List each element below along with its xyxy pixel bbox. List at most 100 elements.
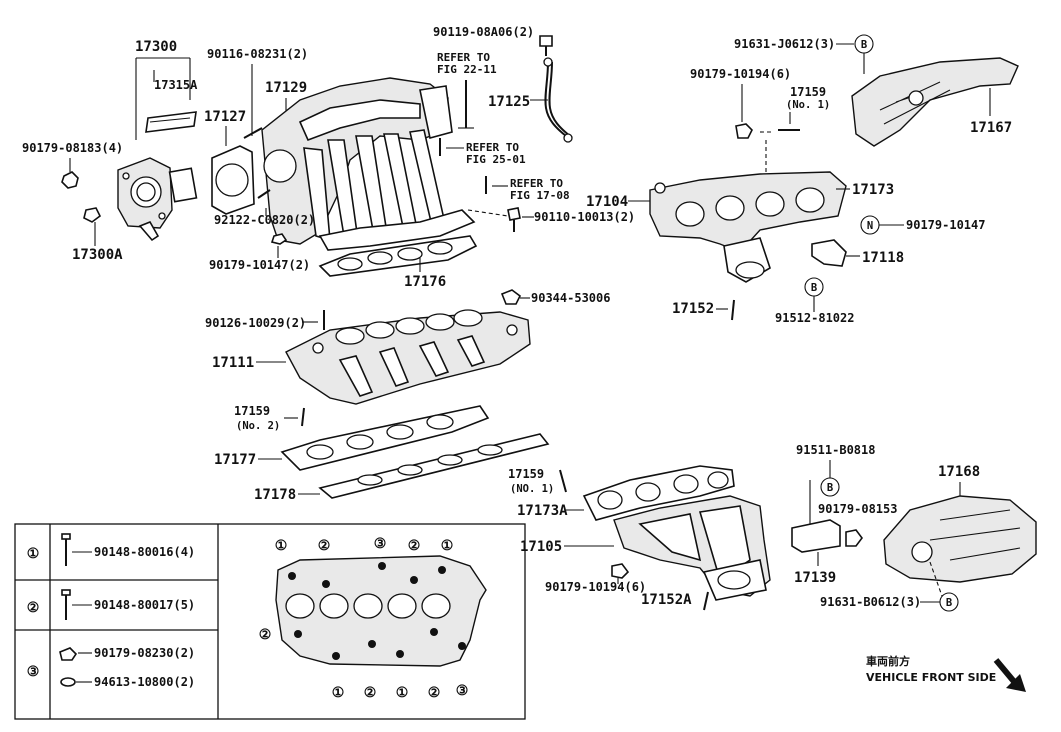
nut-icon bbox=[59, 647, 78, 661]
pattern-key-bot-2a: ② bbox=[364, 685, 377, 701]
label-17300a: 17300A bbox=[72, 247, 123, 263]
part-17300a bbox=[83, 207, 102, 223]
heat-insulator-lower-group: 91511-B0818 B 17139 90179-08153 17168 91… bbox=[791, 443, 1037, 612]
label-90126-10029: 90126-10029(2) bbox=[205, 316, 306, 330]
bolt-icon-1 bbox=[61, 533, 71, 566]
bolt-icon-2 bbox=[61, 589, 71, 620]
heat-insulator-upper-group: 91631-J0612(3) B 17167 90179-10194(6) 17… bbox=[690, 34, 1019, 176]
label-17168: 17168 bbox=[938, 464, 980, 480]
exhaust-manifold-upper-group: 17104 17173 N 90179-10147 17118 B 91512-… bbox=[586, 171, 985, 325]
label-17125: 17125 bbox=[488, 94, 530, 110]
nut-90179-10194-bot bbox=[611, 563, 630, 579]
nut-90179-10194-top bbox=[735, 123, 753, 139]
pattern-key-bot-3: ③ bbox=[456, 683, 469, 699]
legend-key-3: ③ bbox=[27, 664, 40, 680]
bolt-90110-10013 bbox=[507, 207, 521, 221]
legend-row-1: 90148-80016(4) bbox=[94, 545, 195, 559]
heat-insulator-17168 bbox=[883, 495, 1037, 583]
label-17176: 17176 bbox=[404, 274, 446, 290]
label-17173a: 17173A bbox=[517, 503, 568, 519]
label-90179-10147-2: 90179-10147(2) bbox=[209, 258, 310, 272]
label-17159-no2-sub: (No. 2) bbox=[236, 420, 280, 432]
stud-17159-no1-bot bbox=[559, 469, 567, 493]
label-17118: 17118 bbox=[862, 250, 904, 266]
legend-row-3b: 94613-10800(2) bbox=[94, 675, 195, 689]
label-17159-no1-top: 17159 bbox=[790, 85, 826, 99]
intake-chamber-group: 90116-08231(2) 17127 17129 92122-C0820(2… bbox=[204, 47, 478, 290]
ref-fig-22-11-a: REFER TO bbox=[437, 51, 490, 64]
ref-fig-22-11-b: FIG 22-11 bbox=[437, 63, 497, 76]
label-17167: 17167 bbox=[970, 120, 1012, 136]
label-17300: 17300 bbox=[135, 39, 177, 55]
label-91511-b0818: 91511-B0818 bbox=[796, 443, 875, 457]
ref-fig-25-01-b: FIG 25-01 bbox=[466, 153, 526, 166]
pattern-key-top-1b: ① bbox=[441, 538, 454, 554]
label-90119-08a06: 90119-08A06(2) bbox=[433, 25, 534, 39]
label-17127: 17127 bbox=[204, 109, 246, 125]
figure-references: REFER TO FIG 22-11 REFER TO FIG 25-01 RE… bbox=[437, 51, 570, 202]
bolt-90119 bbox=[539, 35, 553, 47]
label-90179-10194-bot: 90179-10194(6) bbox=[545, 580, 646, 594]
front-side-jp: 車両前方 bbox=[866, 654, 910, 668]
exhaust-manifold-lower-group: 17159 (NO. 1) 17173A 17105 90179-10194(6… bbox=[508, 465, 771, 611]
label-17152a: 17152A bbox=[641, 592, 692, 608]
front-side-en: VEHICLE FRONT SIDE bbox=[866, 671, 996, 684]
washer-icon bbox=[60, 677, 76, 687]
stud-17152a bbox=[703, 591, 709, 611]
pattern-key-top-3: ③ bbox=[374, 536, 387, 552]
marker-b-1: B bbox=[861, 39, 867, 51]
label-17159-no1-top-sub: (No. 1) bbox=[786, 99, 830, 111]
ref-fig-17-08-a: REFER TO bbox=[510, 177, 563, 190]
label-17159-no2: 17159 bbox=[234, 404, 270, 418]
marker-n: N bbox=[867, 220, 873, 232]
label-90179-10194-top: 90179-10194(6) bbox=[690, 67, 791, 81]
label-90344-53006: 90344-53006 bbox=[531, 291, 610, 305]
pattern-key-top-1a: ① bbox=[275, 538, 288, 554]
legend-key-2: ② bbox=[27, 600, 40, 616]
ref-fig-25-01-a: REFER TO bbox=[466, 141, 519, 154]
front-arrow-icon bbox=[993, 658, 1019, 686]
bracket-17118 bbox=[811, 239, 847, 267]
label-91631-j0612: 91631-J0612(3) bbox=[734, 37, 835, 51]
heat-insulator-17167 bbox=[851, 57, 1019, 147]
bolt-group-centre: 90110-10013(2) 90344-53006 bbox=[467, 207, 635, 305]
label-90179-08153: 90179-08153 bbox=[818, 502, 897, 516]
label-17105: 17105 bbox=[520, 539, 562, 555]
marker-b-4: B bbox=[946, 597, 952, 609]
label-17173: 17173 bbox=[852, 182, 894, 198]
stud-17152 bbox=[731, 299, 735, 321]
hose-group: 90119-08A06(2) 17125 bbox=[433, 25, 573, 143]
label-92122-c0820: 92122-C0820(2) bbox=[214, 213, 315, 227]
label-90179-08183: 90179-08183(4) bbox=[22, 141, 123, 155]
nut-90179-08183 bbox=[61, 171, 79, 189]
vehicle-front-indicator: 車両前方 VEHICLE FRONT SIDE bbox=[866, 654, 1026, 692]
label-17159-no1-bot-sub: (NO. 1) bbox=[510, 483, 554, 495]
label-17159-no1-bot: 17159 bbox=[508, 467, 544, 481]
pattern-key-top-2a: ② bbox=[318, 538, 331, 554]
stud-17159-no2 bbox=[301, 407, 305, 427]
pattern-key-bot-1a: ① bbox=[332, 685, 345, 701]
label-17177: 17177 bbox=[214, 452, 256, 468]
label-17129: 17129 bbox=[265, 80, 307, 96]
stud-90116 bbox=[243, 127, 263, 139]
legend-key-1: ① bbox=[27, 546, 40, 562]
exhaust-manifold-17104 bbox=[649, 171, 847, 253]
throttle-body-group: 17300 17315A 90179-08183(4) 17300A bbox=[22, 39, 198, 263]
hose-17125 bbox=[544, 61, 567, 137]
legend-row-3a: 90179-08230(2) bbox=[94, 646, 195, 660]
marker-b-3: B bbox=[827, 482, 833, 494]
legend-row-2: 90148-80017(5) bbox=[94, 598, 195, 612]
pattern-key-bot-1b: ① bbox=[396, 685, 409, 701]
label-91512-81022: 91512-81022 bbox=[775, 311, 854, 325]
bolt-legend-table: ① ② ③ 90148-80016(4) 90148-80017(5) 9017… bbox=[14, 523, 526, 720]
stud-92122 bbox=[257, 189, 271, 199]
marker-b-2: B bbox=[811, 282, 817, 294]
bracket-17139 bbox=[791, 519, 841, 553]
label-17139: 17139 bbox=[794, 570, 836, 586]
nut-90179-10147-2 bbox=[270, 233, 288, 245]
label-90179-10147: 90179-10147 bbox=[906, 218, 985, 232]
gasket-17315a bbox=[145, 111, 197, 133]
label-90116-08231: 90116-08231(2) bbox=[207, 47, 308, 61]
pattern-key-left-2: ② bbox=[259, 627, 272, 643]
